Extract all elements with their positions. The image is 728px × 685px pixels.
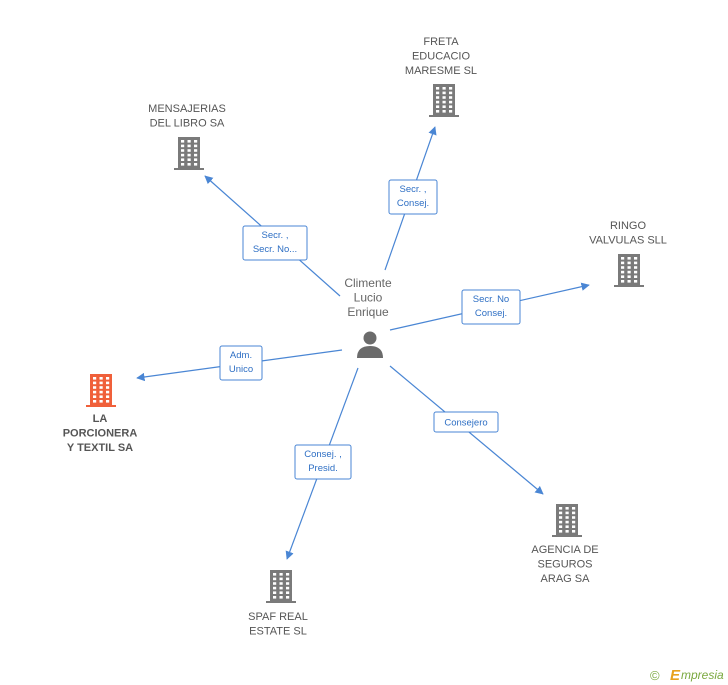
person-name-line: Lucio — [354, 291, 383, 305]
company-name-mensajerias-line: MENSAJERIAS — [148, 103, 226, 115]
footer-brand[interactable]: © E mpresia — [650, 667, 724, 684]
company-name-spaf-line: SPAF REAL — [248, 611, 308, 623]
company-name-freta-line: EDUCACIO — [412, 51, 471, 63]
company-name-porcionera[interactable]: LA PORCIONERA Y TEXTIL SA — [63, 413, 138, 454]
company-name-porcionera-line: PORCIONERA — [63, 428, 138, 440]
company-name-ringo-line: RINGO — [610, 220, 647, 232]
role-text: Consej. — [397, 198, 429, 209]
company-name-spaf-line: ESTATE SL — [249, 626, 307, 638]
role-label-ringo[interactable]: Secr. No Consej. — [461, 289, 521, 325]
person-name-line: Climente — [344, 276, 392, 290]
company-name-spaf[interactable]: SPAF REAL ESTATE SL — [248, 611, 308, 638]
company-name-freta-line: MARESME SL — [405, 65, 477, 77]
company-name-agencia-line: AGENCIA DE — [531, 544, 598, 556]
company-name-porcionera-line: Y TEXTIL SA — [67, 442, 133, 454]
role-text: Secr. , — [262, 230, 289, 241]
copyright-symbol: © — [650, 668, 660, 683]
role-label-spaf[interactable]: Consej. , Presid. — [294, 444, 352, 480]
company-name-agencia-line: ARAG SA — [541, 573, 591, 585]
role-box — [433, 411, 499, 433]
company-name-ringo[interactable]: RINGO VALVULAS SLL — [589, 220, 667, 247]
role-text: Consej. , — [304, 449, 342, 460]
role-box — [461, 289, 521, 325]
role-text: Consej. — [475, 308, 507, 319]
building-icon — [174, 137, 204, 170]
company-name-ringo-line: VALVULAS SLL — [589, 235, 667, 247]
company-name-mensajerias-line: DEL LIBRO SA — [150, 118, 225, 130]
company-name-agencia-line: SEGUROS — [537, 559, 592, 571]
role-text: Unico — [229, 364, 253, 375]
building-icon — [86, 374, 116, 407]
role-text: Secr. , — [400, 184, 427, 195]
company-name-agencia[interactable]: AGENCIA DE SEGUROS ARAG SA — [531, 544, 598, 585]
brand-name: mpresia — [681, 668, 724, 682]
role-label-porcionera[interactable]: Adm. Unico — [219, 345, 263, 381]
role-text: Presid. — [308, 463, 338, 474]
person-name-line: Enrique — [347, 305, 389, 319]
role-text: Adm. — [230, 350, 252, 361]
company-name-mensajerias[interactable]: MENSAJERIAS DEL LIBRO SA — [148, 103, 226, 130]
role-box — [242, 225, 308, 261]
role-text: Consejero — [444, 418, 487, 429]
brand-initial: E — [670, 667, 681, 684]
role-box — [388, 179, 438, 215]
company-name-freta[interactable]: FRETA EDUCACIO MARESME SL — [405, 36, 477, 77]
building-icon — [552, 504, 582, 537]
role-label-mensajerias[interactable]: Secr. , Secr. No... — [242, 225, 308, 261]
building-icon — [614, 254, 644, 287]
building-icon — [429, 84, 459, 117]
person-icon — [357, 331, 383, 358]
role-label-agencia[interactable]: Consejero — [433, 411, 499, 433]
company-name-freta-line: FRETA — [423, 36, 459, 48]
role-text: Secr. No — [473, 294, 509, 305]
company-name-porcionera-line: LA — [93, 413, 108, 425]
role-text: Secr. No... — [253, 244, 297, 255]
role-box — [294, 444, 352, 480]
role-box — [219, 345, 263, 381]
role-label-freta[interactable]: Secr. , Consej. — [388, 179, 438, 215]
building-icon — [266, 570, 296, 603]
